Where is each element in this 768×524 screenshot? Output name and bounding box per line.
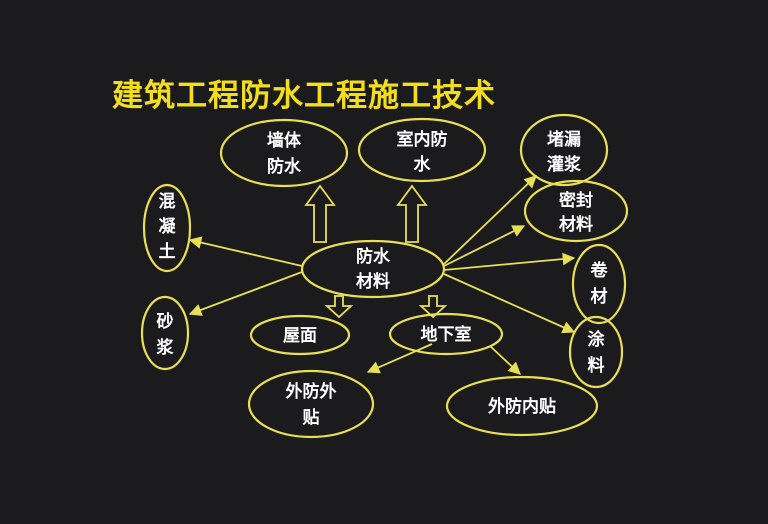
- node-center: 防水 材料: [300, 239, 446, 299]
- block-arrow-down-roof: [324, 295, 354, 319]
- node-roof-label: 屋面: [283, 326, 317, 346]
- node-outer-outer-label-line2: 贴: [303, 407, 320, 428]
- connector-group: [188, 175, 576, 375]
- block-arrow-up-indoor: [396, 184, 428, 243]
- node-concrete-label-line2: 凝: [159, 217, 177, 237]
- node-outer-outer: 外防外 贴: [247, 369, 375, 439]
- arrow-center-to-sealant: [443, 225, 526, 267]
- arrow-basement-to-outer-inner: [489, 345, 521, 375]
- node-outer-outer-label-line1: 外防外: [286, 381, 337, 402]
- node-roof: 屋面: [249, 314, 351, 356]
- node-mortar-label-line2: 浆: [157, 337, 175, 358]
- arrow-center-to-coating: [443, 273, 576, 334]
- node-sealant: 密封 材料: [523, 179, 629, 243]
- diagram-title: 建筑工程防水工程施工技术: [112, 78, 496, 114]
- node-concrete-label-line1: 混: [159, 192, 176, 212]
- node-coating: 涂 料: [568, 315, 624, 389]
- node-outer-inner: 外防内贴: [445, 375, 599, 437]
- arrow-basement-to-outer-outer: [366, 343, 433, 374]
- block-arrow-up-wall: [304, 184, 336, 243]
- node-concrete-label-line3: 土: [159, 241, 176, 262]
- node-center-label-line2: 材料: [356, 271, 390, 292]
- block-arrow-down-basement: [418, 295, 448, 319]
- node-mortar-label-line1: 砂: [157, 311, 174, 332]
- node-indoor-label-line1: 室内防: [397, 129, 448, 150]
- node-wall-label-line2: 防水: [267, 156, 302, 177]
- node-wall-label-line1: 墙体: [267, 130, 302, 151]
- node-coating-label-line2: 料: [588, 355, 605, 376]
- arrow-center-to-grouting: [443, 175, 537, 265]
- node-grouting-label-line2: 灌浆: [547, 154, 582, 175]
- node-basement-label: 地下室: [421, 324, 472, 345]
- node-indoor: 室内防 水: [357, 117, 487, 183]
- node-wall: 墙体 防水: [219, 118, 349, 188]
- node-basement: 地下室: [388, 312, 504, 356]
- node-coating-label-line1: 涂: [588, 329, 606, 350]
- node-sealant-label-line2: 材料: [559, 214, 593, 235]
- node-roll: 卷 材: [571, 243, 627, 325]
- arrow-center-to-roll: [443, 252, 576, 271]
- arrow-center-to-mortar: [188, 271, 303, 316]
- node-concrete: 混 凝 土: [142, 183, 192, 273]
- block-arrow-group: [304, 184, 448, 319]
- node-grouting: 堵漏 灌浆: [519, 113, 609, 187]
- node-grouting-label-line1: 堵漏: [547, 130, 581, 150]
- node-roll-label-line2: 材: [591, 286, 608, 307]
- node-center-label-line1: 防水: [356, 246, 391, 267]
- arrow-center-to-concrete: [188, 236, 303, 267]
- node-roll-label-line1: 卷: [590, 260, 609, 281]
- node-indoor-label-line2: 水: [414, 154, 432, 175]
- node-sealant-label-line1: 密封: [559, 190, 593, 211]
- node-outer-inner-label: 外防内贴: [488, 396, 556, 417]
- node-mortar: 砂 浆: [140, 295, 190, 371]
